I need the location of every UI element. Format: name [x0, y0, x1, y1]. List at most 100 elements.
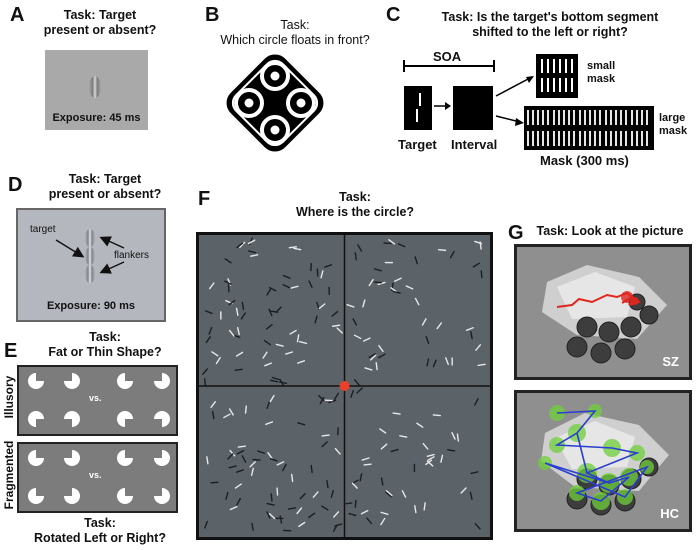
- gabor-patch: [397, 243, 406, 248]
- panel-f-gabor-field: [199, 235, 490, 537]
- gabor-patch: [456, 433, 460, 442]
- gabor-patch: [361, 457, 370, 461]
- gabor-patch: [228, 299, 236, 306]
- panel-d-task-line2: present or absent?: [48, 187, 162, 201]
- gabor-patch: [229, 449, 236, 457]
- gabor-patch: [290, 285, 299, 289]
- gabor-patch: [346, 304, 355, 308]
- gabor-patch: [236, 449, 245, 455]
- gabor-patch: [247, 250, 257, 254]
- gabor-patch: [426, 453, 435, 458]
- panel-e-task-bottom-2: Rotated Left or Right?: [34, 531, 166, 545]
- panel-f-task-line1: Task:: [339, 190, 371, 204]
- panel-c-large-mask-1: large: [659, 112, 686, 124]
- gabor-patch: [282, 284, 291, 289]
- panel-label-e: E: [4, 340, 18, 362]
- panel-c-small-mask-2: mask: [587, 73, 616, 85]
- gabor-patch: [257, 450, 266, 454]
- gabor-patch: [368, 278, 374, 287]
- panel-label-a: A: [10, 4, 25, 26]
- gabor-patch: [264, 362, 273, 367]
- gabor-patch: [206, 456, 209, 465]
- gabor-patch: [421, 318, 427, 326]
- gabor-patch: [268, 513, 276, 520]
- panel-e-task-line1: Task:: [89, 330, 121, 344]
- panel-g-hc-label: HC: [660, 506, 679, 521]
- panel-label-g: G: [508, 222, 524, 244]
- panel-c-small-mask-label: small mask: [587, 60, 615, 86]
- gabor-patch: [356, 387, 363, 394]
- gabor-patch: [205, 336, 211, 344]
- gabor-patch: [432, 414, 441, 417]
- gabor-patch: [310, 464, 313, 474]
- gabor-patch: [334, 523, 343, 527]
- gabor-patch: [265, 324, 273, 330]
- gabor-patch: [224, 258, 232, 264]
- gabor-patch: [210, 481, 219, 484]
- gabor-patch: [379, 428, 387, 434]
- gabor-patch: [289, 329, 297, 335]
- gabor-patch: [240, 312, 247, 320]
- panel-e-task: Task: Fat or Thin Shape?: [30, 330, 180, 360]
- gabor-patch: [239, 241, 246, 248]
- gabor-patch: [312, 491, 319, 498]
- gabor-patch: [332, 324, 341, 327]
- gabor-patch: [390, 448, 399, 453]
- panel-e-illusory-box: vs.: [17, 365, 178, 436]
- fixation-dot: [339, 381, 350, 391]
- gabor-patch: [416, 422, 424, 428]
- gabor-patch: [266, 401, 271, 410]
- gabor-patch: [235, 351, 244, 357]
- panel-c-task-line1: Task: Is the target's bottom segment: [441, 10, 659, 24]
- gabor-patch: [241, 455, 247, 463]
- gabor-patch: [353, 334, 362, 340]
- gabor-patch: [354, 252, 357, 261]
- gabor-patch: [474, 522, 481, 530]
- gabor-patch: [321, 505, 329, 511]
- gabor-patch: [399, 435, 408, 438]
- gabor-patch: [331, 310, 339, 317]
- gabor-patch: [210, 400, 217, 408]
- panel-e-vs-bottom: vs.: [89, 470, 102, 480]
- gabor-patch: [267, 452, 273, 460]
- gabor-patch: [291, 473, 294, 483]
- panel-a-task-line1: Task: Target: [63, 8, 137, 22]
- gabor-patch: [321, 434, 330, 437]
- panel-d-flankers-label: flankers: [114, 250, 150, 261]
- gabor-patch: [235, 469, 244, 473]
- gabor-patch: [474, 398, 479, 406]
- gabor-patch: [378, 344, 384, 353]
- gabor-patch: [334, 447, 341, 455]
- gabor-patch: [388, 239, 396, 245]
- gabor-patch: [354, 499, 357, 508]
- panel-d-target-label: target: [30, 224, 56, 235]
- panel-b-stimulus: [226, 54, 324, 152]
- gabor-patch: [380, 477, 384, 486]
- gabor-patch: [279, 378, 285, 387]
- gabor-patch: [249, 461, 256, 468]
- gabor-patch: [282, 274, 291, 279]
- panel-c-large-mask-label: large mask: [659, 112, 687, 138]
- gabor-patch: [385, 491, 392, 498]
- gabor-patch: [318, 394, 325, 402]
- gabor-patch: [244, 405, 248, 414]
- gabor-patch: [447, 449, 456, 452]
- panel-a-stimulus: Exposure: 45 ms: [45, 50, 148, 130]
- gabor-patch: [392, 412, 401, 415]
- panel-g-task-line1: Task: Look at the picture: [536, 224, 684, 238]
- panel-g-sz-scene: [517, 247, 689, 377]
- gabor-patch: [202, 368, 208, 376]
- gabor-patch: [477, 363, 486, 367]
- gabor-patch: [247, 239, 256, 245]
- gabor-patch: [470, 471, 479, 475]
- gabor-patch: [390, 287, 398, 293]
- gabor-patch: [228, 408, 234, 416]
- panel-c-task-line2: shifted to the left or right?: [472, 25, 628, 39]
- gabor-patch: [266, 502, 275, 506]
- gabor-patch: [426, 358, 430, 367]
- gabor-patch: [316, 301, 320, 310]
- gabor-patch: [297, 360, 306, 364]
- gabor-target-a: [89, 76, 101, 98]
- gabor-patch: [426, 460, 434, 467]
- gabor-patch: [203, 378, 207, 387]
